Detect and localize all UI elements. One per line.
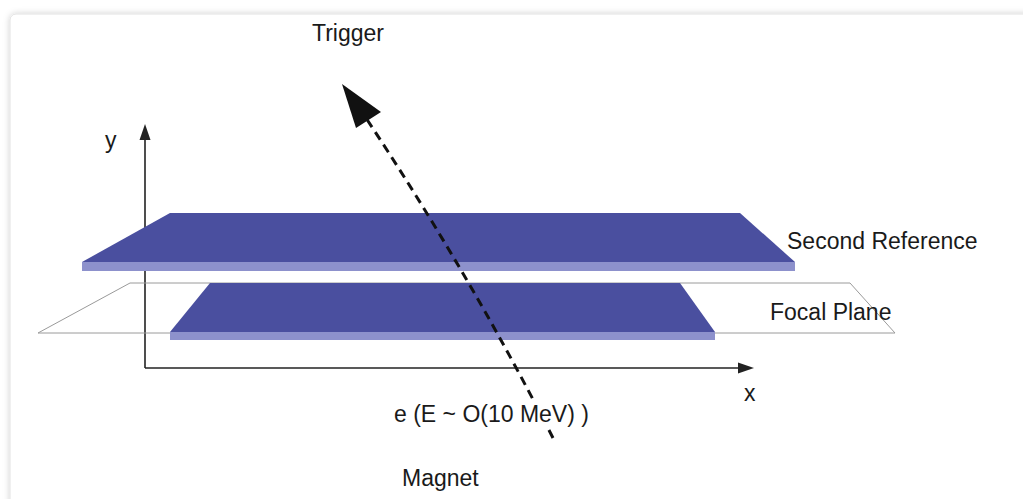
part-label: e (E ~ O(10 MeV) ) — [392, 401, 591, 427]
part-label: Focal Plane — [768, 299, 893, 325]
focal-plane-plate — [170, 283, 715, 340]
focal-plane-outline — [38, 283, 895, 333]
part-label: Trigger — [310, 20, 386, 46]
part-label: Magnet — [400, 465, 481, 491]
second-reference-plate — [82, 213, 795, 271]
axis-label: y — [103, 127, 119, 153]
electron-track — [342, 84, 553, 438]
axis-label: x — [742, 380, 758, 406]
card-frame — [10, 14, 1023, 499]
part-label: Second Reference — [785, 228, 980, 254]
